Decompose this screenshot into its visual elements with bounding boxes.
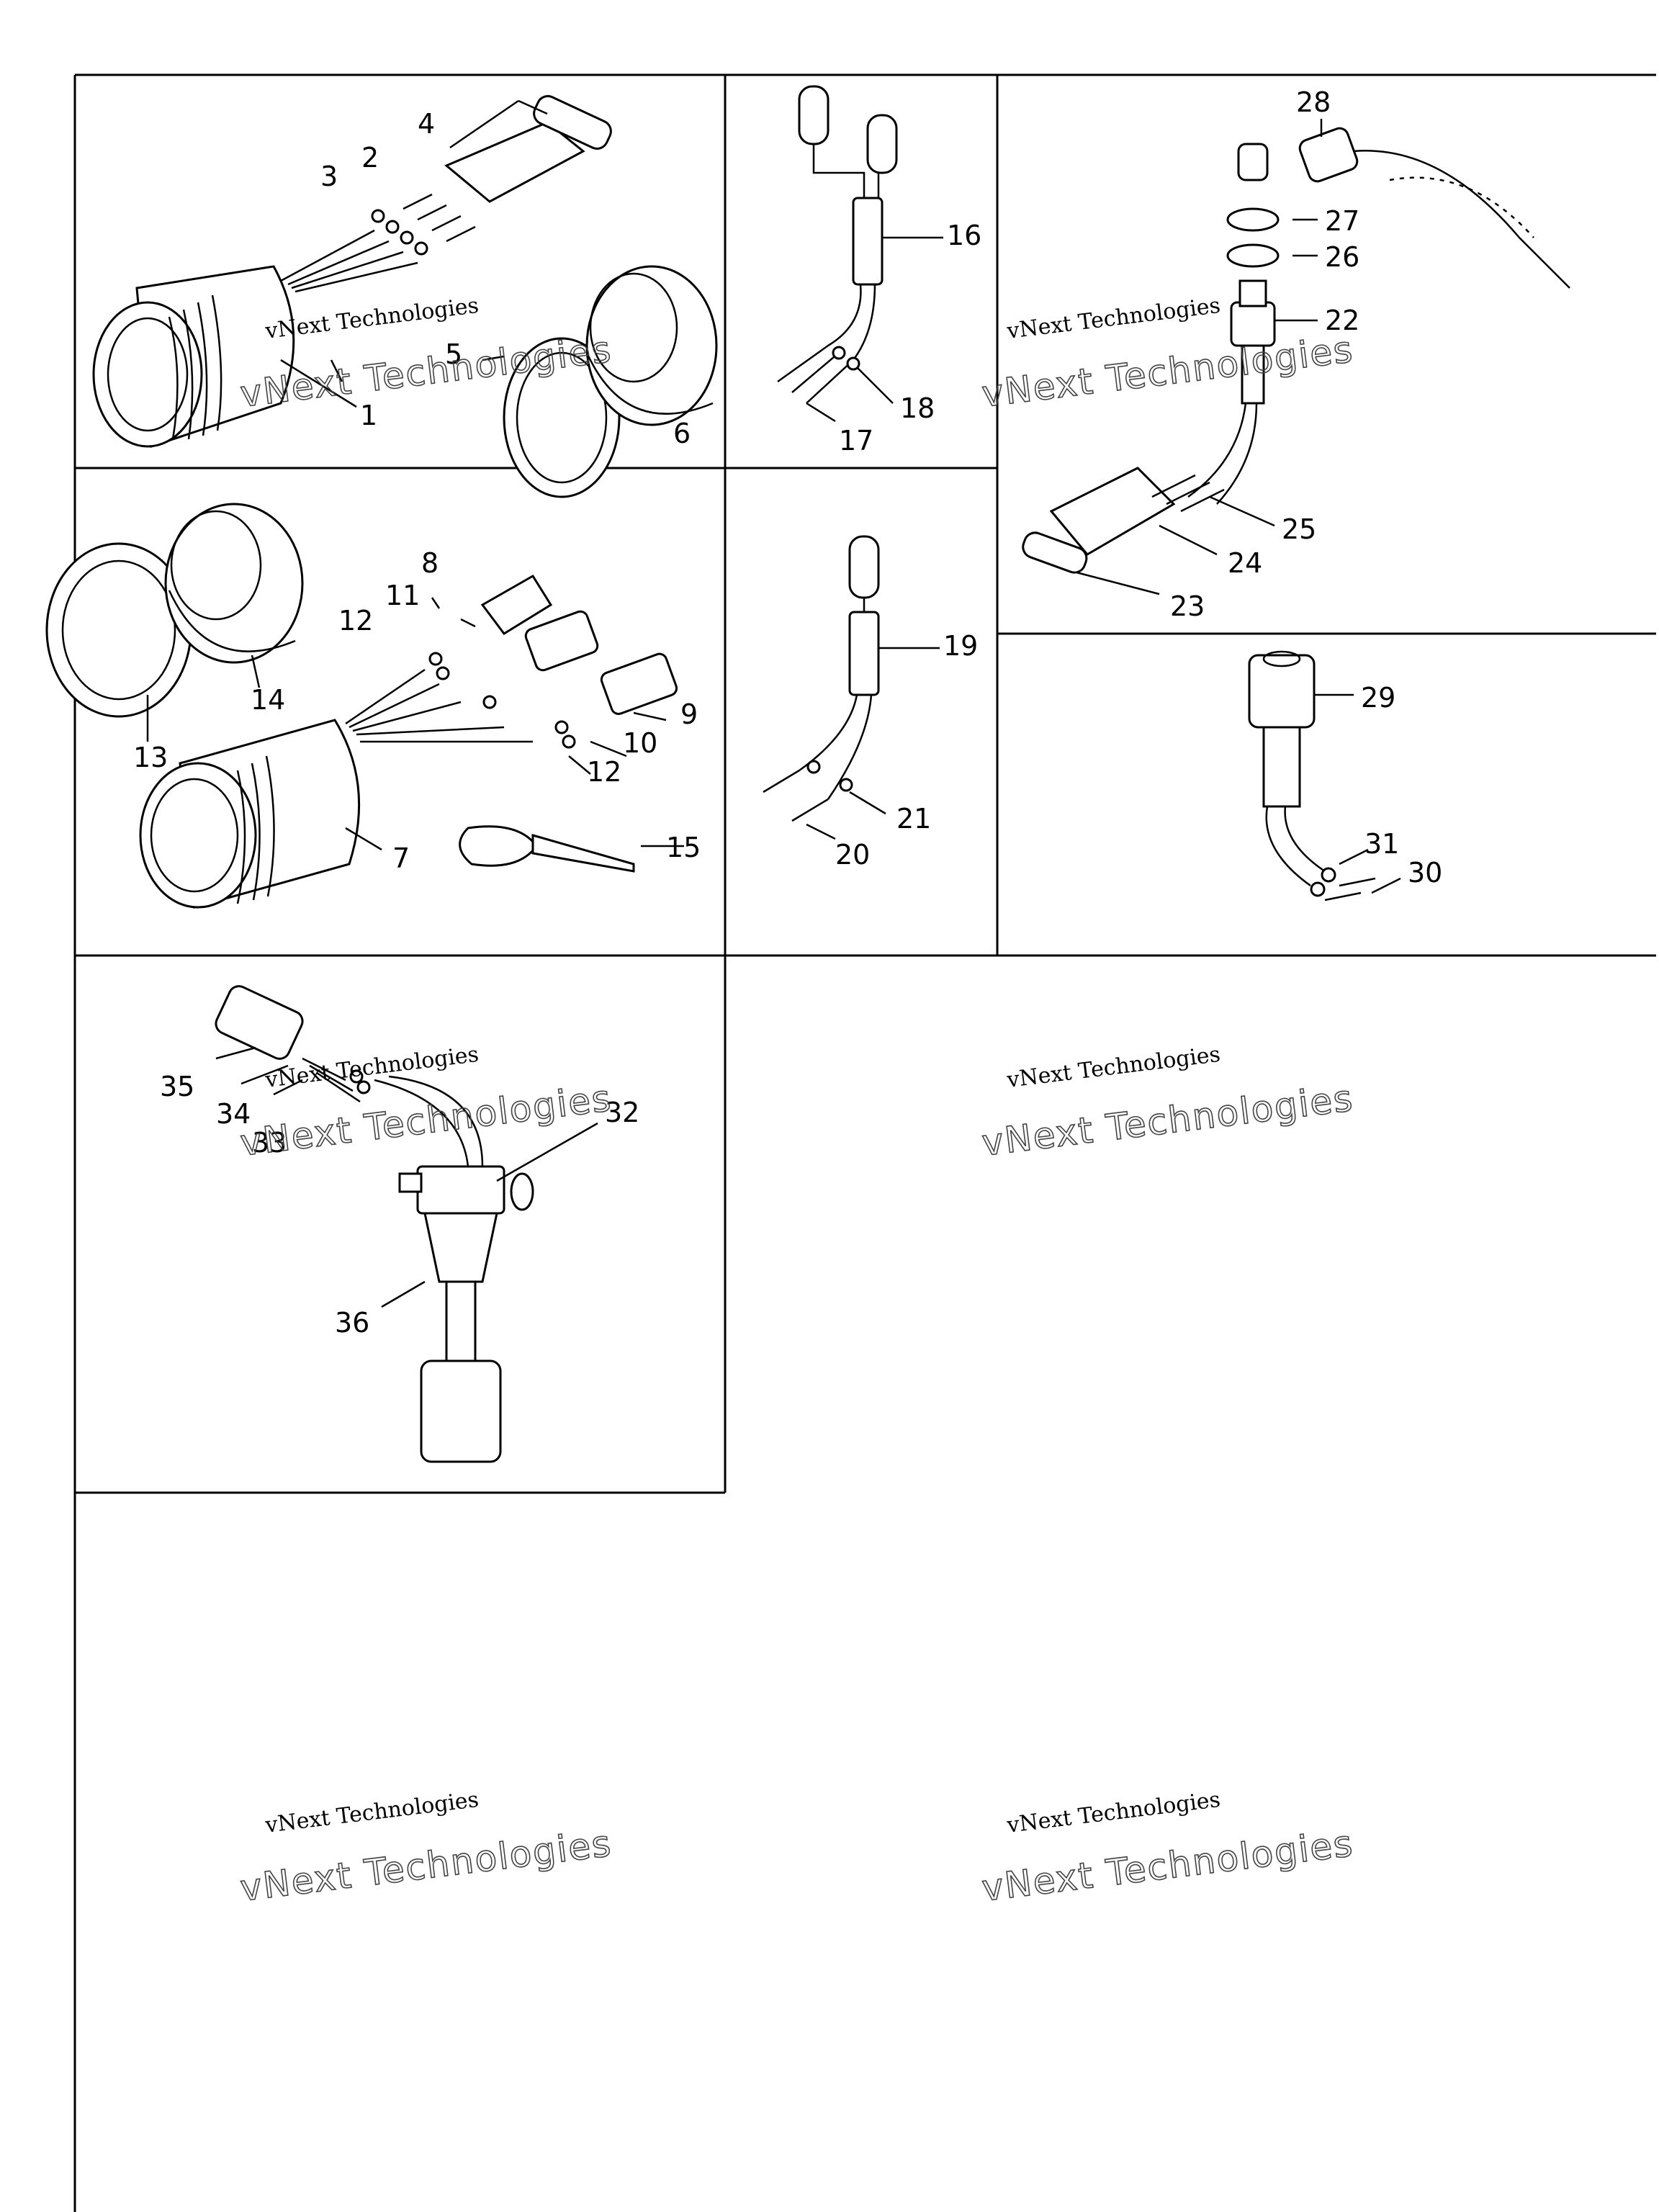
callout-26: 26 [1325, 241, 1359, 273]
panel-tachometer [45, 503, 684, 909]
svg-text:vNext Technologies: vNext Technologies [238, 1077, 614, 1164]
callout-20: 20 [835, 839, 870, 871]
sleeve-19 [848, 611, 880, 696]
callout-8: 8 [421, 547, 439, 579]
svg-text:vNext Technologies: vNext Technologies [264, 293, 480, 344]
callout-6: 6 [673, 418, 691, 449]
terminals [371, 193, 476, 256]
callout-15: 15 [666, 832, 701, 863]
svg-text:vNext Technologies: vNext Technologies [980, 1077, 1356, 1164]
lanyard-cap-28 [1298, 127, 1359, 183]
o-ring-5 [503, 337, 621, 498]
panel-float-switch [215, 985, 598, 1463]
callout-22: 22 [1325, 305, 1359, 336]
terminal-lug [848, 535, 880, 599]
svg-text:vNext Technologies: vNext Technologies [1005, 1042, 1222, 1093]
connector-4 [444, 121, 585, 203]
svg-text:vNext Technologies: vNext Technologies [980, 328, 1356, 415]
connector-35 [215, 985, 304, 1060]
callout-31: 31 [1364, 828, 1399, 860]
panel-sensor-29 [1248, 650, 1401, 902]
callout-12a: 12 [338, 605, 373, 637]
callout-4: 4 [418, 108, 435, 140]
fitting-32 [416, 1165, 505, 1215]
gauge-1 [92, 301, 203, 448]
callout-13: 13 [133, 742, 168, 773]
callout-9: 9 [680, 698, 698, 730]
callout-3: 3 [320, 161, 338, 192]
svg-text:vNext Technologies: vNext Technologies [264, 1042, 480, 1093]
svg-text:vNext Technologies: vNext Technologies [980, 1822, 1356, 1910]
callout-1: 1 [360, 400, 377, 431]
callout-34: 34 [216, 1098, 251, 1130]
callout-33: 33 [252, 1127, 287, 1159]
panel-fuel-gauge [92, 95, 718, 498]
callout-14: 14 [251, 684, 285, 716]
washer-26 [1226, 243, 1280, 268]
callout-5: 5 [445, 338, 462, 370]
callout-35: 35 [160, 1071, 194, 1102]
callout-32: 32 [605, 1097, 639, 1128]
terminal-lug [798, 85, 830, 145]
nut-14 [164, 503, 304, 664]
callout-27: 27 [1325, 205, 1359, 237]
callout-25: 25 [1282, 513, 1316, 545]
callout-21: 21 [896, 803, 931, 835]
callout-30: 30 [1408, 857, 1442, 889]
watermark: vNext Technologies vNext Technologies [979, 1787, 1357, 1910]
watermarks: vNext Technologies vNext Technologies vN… [238, 293, 1357, 1910]
callout-2: 2 [361, 142, 379, 174]
callout-10: 10 [623, 727, 657, 759]
callout-28: 28 [1296, 86, 1331, 118]
panel-sensor-16 [777, 85, 943, 423]
watermark: vNext Technologies vNext Technologies [238, 1787, 615, 1910]
callout-labels: 1 2 3 4 5 6 7 8 9 10 11 12 12 13 14 15 1… [133, 86, 1442, 1339]
callout-7: 7 [392, 842, 410, 874]
callout-17: 17 [839, 425, 873, 457]
watermark: vNext Technologies vNext Technologies [979, 1042, 1357, 1165]
connector-23 [1049, 467, 1176, 556]
watermark: vNext Technologies vNext Technologies [979, 293, 1357, 416]
svg-text:vNext Technologies: vNext Technologies [1005, 293, 1222, 344]
panel-frames [73, 73, 1656, 2212]
callout-23: 23 [1170, 590, 1205, 622]
svg-text:vNext Technologies: vNext Technologies [1005, 1787, 1222, 1838]
connector-8 [480, 574, 553, 635]
panel-sensor-19 [763, 535, 940, 840]
callout-24: 24 [1228, 547, 1262, 579]
callout-36: 36 [335, 1307, 369, 1339]
callout-29: 29 [1361, 682, 1395, 714]
panel-lanyard [1022, 119, 1570, 595]
connector-9 [600, 652, 678, 715]
float-36 [420, 1359, 502, 1463]
nut-6 [585, 265, 718, 426]
cable-tie-15 [459, 825, 538, 867]
callout-19: 19 [943, 630, 978, 662]
svg-text:vNext Technologies: vNext Technologies [238, 1822, 614, 1910]
callout-11: 11 [385, 580, 420, 611]
callout-16: 16 [947, 220, 981, 251]
callout-18: 18 [900, 392, 935, 424]
callout-12b: 12 [587, 756, 621, 788]
ring-27 [1226, 207, 1280, 232]
svg-text:vNext Technologies: vNext Technologies [264, 1787, 480, 1838]
key-28 [1237, 143, 1269, 181]
sleeve-16 [852, 197, 884, 286]
